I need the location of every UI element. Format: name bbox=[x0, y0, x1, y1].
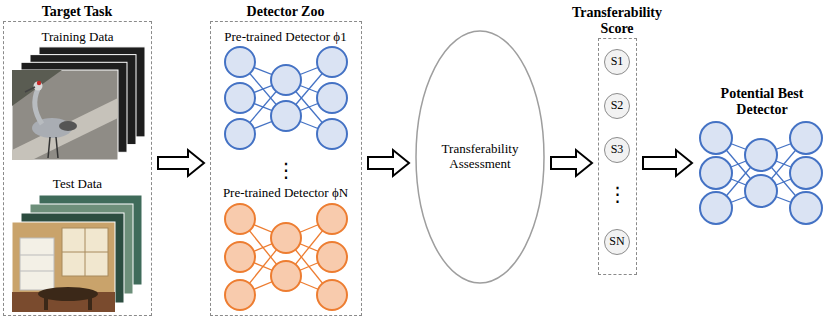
best-detector: Potential Best Detector bbox=[698, 86, 826, 226]
network-neuron bbox=[225, 47, 255, 77]
score-label: SN bbox=[609, 235, 624, 249]
crane-crown bbox=[37, 81, 41, 85]
crane-neck bbox=[35, 89, 42, 124]
transfer-arrow bbox=[643, 150, 692, 176]
score-circle: S3 bbox=[604, 137, 630, 163]
network-neuron bbox=[790, 192, 822, 224]
network-neuron bbox=[700, 122, 732, 154]
result-heading: Potential Best Detector bbox=[698, 86, 826, 118]
panel-heading: Detector Zoo bbox=[221, 4, 351, 20]
ellipsis-mark: ⋮ bbox=[266, 160, 306, 180]
cabinet-shelf bbox=[20, 271, 54, 272]
crane-leg bbox=[48, 137, 50, 158]
network-neuron bbox=[225, 242, 255, 272]
crane-head bbox=[34, 82, 43, 91]
transfer-arrow bbox=[368, 150, 409, 176]
ellipsis-mark: ⋮ bbox=[598, 184, 638, 204]
image-caption: Test Data bbox=[7, 177, 148, 192]
assessment-ellipse: Transferability Assessment bbox=[415, 30, 545, 284]
network-neuron bbox=[271, 65, 301, 95]
table-leg bbox=[88, 294, 92, 310]
network-neuron bbox=[317, 47, 347, 77]
network-neuron bbox=[225, 280, 255, 310]
transfer-arrow bbox=[551, 150, 592, 176]
detector-network: Pre-trained Detector ϕ1 bbox=[214, 30, 357, 152]
score-circle: SN bbox=[604, 229, 630, 255]
transfer-arrow bbox=[158, 150, 204, 176]
panel-heading: Target Task bbox=[12, 4, 142, 20]
network-neuron bbox=[225, 83, 255, 113]
score-panel: Transferability ScoreS1S2S3SN bbox=[598, 38, 637, 275]
network-neuron bbox=[225, 204, 255, 234]
network-neuron bbox=[700, 192, 732, 224]
room-cabinet bbox=[20, 238, 54, 290]
image-caption: Training Data bbox=[7, 30, 148, 45]
network-neuron bbox=[271, 101, 301, 131]
network-neuron bbox=[271, 223, 301, 253]
detector-label: Pre-trained Detector ϕN bbox=[214, 186, 357, 201]
crane-tail bbox=[59, 121, 77, 131]
crane-leg bbox=[56, 137, 58, 158]
network-neuron bbox=[790, 122, 822, 154]
network-neuron bbox=[790, 157, 822, 189]
table-leg bbox=[44, 294, 48, 310]
network-neuron bbox=[700, 157, 732, 189]
window-mullion bbox=[62, 252, 108, 253]
network-neuron bbox=[225, 119, 255, 149]
network-neuron bbox=[317, 83, 347, 113]
ellipse-shape bbox=[416, 31, 544, 283]
network-neuron bbox=[317, 242, 347, 272]
network-neuron bbox=[317, 119, 347, 149]
detector-label: Pre-trained Detector ϕ1 bbox=[214, 30, 357, 45]
score-label: S1 bbox=[611, 55, 624, 69]
network-neuron bbox=[317, 204, 347, 234]
network-neuron bbox=[745, 139, 777, 171]
score-label: S2 bbox=[611, 99, 624, 113]
image-stack: Test Data bbox=[7, 177, 148, 314]
room-window bbox=[62, 228, 108, 276]
detector-network: Pre-trained Detector ϕN bbox=[214, 186, 357, 312]
network-neuron bbox=[745, 175, 777, 207]
score-label: S3 bbox=[611, 143, 624, 157]
training-photo bbox=[12, 70, 118, 160]
process-label: Transferability Assessment bbox=[428, 142, 532, 172]
cabinet-shelf bbox=[20, 255, 54, 256]
image-stack: Training Data bbox=[7, 30, 148, 170]
task-panel: Target TaskTraining DataTest Data bbox=[3, 21, 152, 316]
network-neuron bbox=[317, 280, 347, 310]
crane-beak bbox=[25, 87, 35, 92]
network-neuron bbox=[271, 261, 301, 291]
score-circle: S1 bbox=[604, 49, 630, 75]
test-photo bbox=[12, 222, 115, 312]
photo-road bbox=[12, 98, 118, 160]
panel-heading: Transferability Score bbox=[562, 5, 672, 37]
score-circle: S2 bbox=[604, 93, 630, 119]
